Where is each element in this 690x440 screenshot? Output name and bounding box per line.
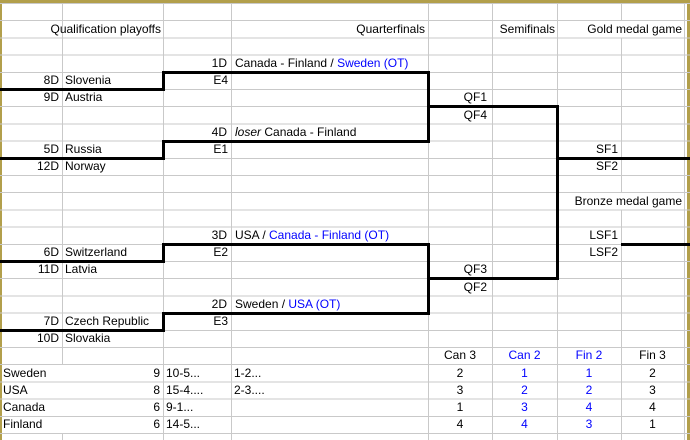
standings-col-can2[interactable]: Can 2: [508, 348, 541, 363]
standings-scores-b[interactable]: [234, 399, 424, 416]
standings-value[interactable]: 3: [649, 382, 656, 397]
header-semifinals[interactable]: Semifinals: [499, 21, 555, 36]
cell-e4-top-team[interactable]: Slovenia: [65, 73, 112, 88]
cell-e3-bottom-seed[interactable]: 10D: [36, 331, 59, 346]
header-quarterfinals[interactable]: Quarterfinals: [356, 21, 425, 36]
standings-value[interactable]: 4: [585, 400, 593, 414]
standings-team[interactable]: Finland: [3, 417, 43, 432]
standings-value[interactable]: 2: [649, 365, 656, 380]
gridline-vertical: [684, 3, 685, 440]
standings-value[interactable]: 2: [456, 365, 464, 380]
cell-e2-label[interactable]: E2: [213, 245, 228, 260]
game1-blue-text: Sweden (OT): [337, 56, 409, 70]
cell-e1-bottom-seed[interactable]: 12D: [36, 159, 59, 174]
game4-black-text: Sweden /: [235, 296, 289, 311]
header-qualification-playoffs[interactable]: Qualification playoffs: [50, 21, 161, 36]
cell-game3-match[interactable]: USA / Canada - Finland (OT): [235, 227, 535, 244]
cell-e3-top-seed[interactable]: 7D: [43, 314, 59, 328]
cell-qf2-label[interactable]: QF2: [463, 279, 487, 294]
cell-qf4-label[interactable]: QF4: [463, 107, 487, 122]
standings-value[interactable]: 1: [456, 400, 464, 414]
standings-value[interactable]: 3: [521, 400, 528, 414]
cell-e2-top-team[interactable]: Switzerland: [65, 245, 128, 260]
standings-value[interactable]: 1: [585, 365, 593, 380]
cell-e2-bottom-team[interactable]: Latvia: [65, 262, 98, 277]
cell-e4-label[interactable]: E4: [213, 73, 228, 88]
game3-black-text: USA /: [235, 228, 270, 242]
cell-e1-top-team[interactable]: Russia: [65, 142, 102, 156]
cell-e1-label[interactable]: E1: [213, 142, 228, 156]
bracket-line-bronze: [621, 242, 690, 246]
game3-blue-text: Canada - Finland (OT): [269, 228, 390, 242]
cell-lsf2-label[interactable]: LSF2: [589, 245, 618, 260]
cell-qf1-label[interactable]: QF1: [463, 90, 487, 105]
sheet-edge-top: [0, 0, 690, 3]
standings-points[interactable]: 6: [153, 400, 160, 414]
header-bronze-medal-game[interactable]: Bronze medal game: [574, 193, 682, 208]
standings-value[interactable]: 1: [521, 365, 528, 380]
standings-points[interactable]: 9: [153, 365, 160, 380]
cell-game4-seed[interactable]: 2D: [211, 296, 227, 311]
standings-scores-a[interactable]: 10-5...: [166, 365, 201, 380]
cell-e4-bottom-team[interactable]: Austria: [65, 90, 103, 105]
cell-game4-match[interactable]: Sweden / USA (OT): [235, 296, 535, 313]
gridline-vertical: [62, 433, 63, 440]
standings-value[interactable]: 3: [456, 382, 464, 397]
cell-sf1-label[interactable]: SF1: [595, 142, 618, 156]
gridline-vertical: [621, 3, 622, 21]
cell-qf3-label[interactable]: QF3: [463, 262, 487, 277]
cell-e3-label[interactable]: E3: [213, 314, 228, 328]
standings-value[interactable]: 1: [649, 417, 656, 432]
standings-team[interactable]: USA: [3, 382, 28, 397]
header-gold-medal-game[interactable]: Gold medal game: [587, 21, 682, 36]
standings-value[interactable]: 2: [585, 382, 593, 397]
game1-black-text: Canada - Finland /: [235, 56, 338, 70]
standings-value[interactable]: 4: [456, 417, 464, 432]
cell-e4-bottom-seed[interactable]: 9D: [43, 90, 59, 105]
sheet-edge-left: [0, 0, 2, 440]
standings-scores-b[interactable]: 2-3....: [234, 382, 265, 397]
standings-scores-b[interactable]: [234, 416, 424, 433]
standings-value[interactable]: 4: [649, 400, 656, 414]
standings-team[interactable]: Sweden: [3, 365, 47, 380]
cell-e4-top-seed[interactable]: 8D: [43, 73, 59, 88]
standings-scores-a[interactable]: 14-5...: [166, 417, 201, 432]
cell-game3-seed[interactable]: 3D: [211, 228, 227, 242]
standings-points[interactable]: 6: [153, 417, 160, 432]
standings-scores-b[interactable]: 1-2...: [234, 365, 262, 380]
game2-rest-text: Canada - Finland: [261, 124, 357, 139]
cell-game2-match[interactable]: loser Canada - Finland: [235, 124, 535, 141]
cell-e1-top-seed[interactable]: 5D: [43, 142, 59, 156]
standings-col-fin3[interactable]: Fin 3: [639, 348, 666, 363]
standings-scores-a[interactable]: 9-1...: [166, 400, 194, 414]
cell-e3-bottom-team[interactable]: Slovakia: [65, 331, 111, 346]
cell-game2-seed[interactable]: 4D: [211, 124, 227, 139]
cell-e2-bottom-seed[interactable]: 11D: [37, 262, 59, 277]
standings-value[interactable]: 4: [521, 417, 528, 432]
cell-e1-bottom-team[interactable]: Norway: [65, 159, 106, 174]
gridline-vertical: [621, 37, 622, 193]
standings-value[interactable]: 2: [521, 382, 528, 397]
cell-e3-top-team[interactable]: Czech Republic: [65, 314, 150, 328]
cell-lsf1-label[interactable]: LSF1: [589, 228, 618, 242]
cell-sf2-label[interactable]: SF2: [595, 159, 618, 174]
standings-team[interactable]: Canada: [3, 400, 46, 414]
standings-points[interactable]: 8: [153, 382, 160, 397]
standings-col-fin2[interactable]: Fin 2: [575, 348, 603, 363]
cell-game1-seed[interactable]: 1D: [211, 56, 227, 70]
standings-value[interactable]: 3: [585, 417, 593, 432]
game2-loser-text: loser: [235, 124, 262, 139]
standings-col-can3[interactable]: Can 3: [443, 348, 477, 363]
cell-e2-top-seed[interactable]: 6D: [43, 245, 59, 260]
gridline-vertical: [62, 3, 63, 365]
game4-blue-text: USA (OT): [288, 296, 341, 311]
standings-scores-a[interactable]: 15-4....: [166, 382, 204, 397]
cell-game1-match[interactable]: Canada - Finland / Sweden (OT): [235, 55, 535, 72]
gridline-vertical: [231, 3, 232, 440]
